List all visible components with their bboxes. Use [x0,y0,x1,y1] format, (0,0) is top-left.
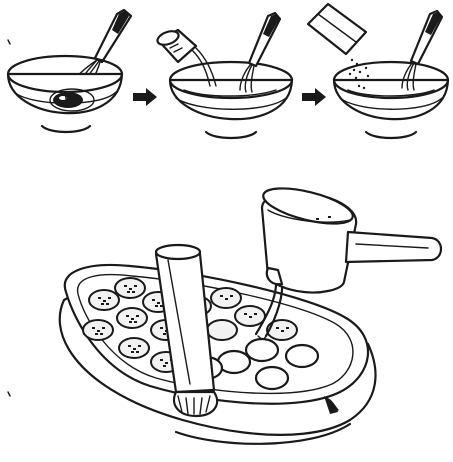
arrow-right-icon [302,88,326,106]
step-3-bowl-icon [308,4,448,138]
step-1-bowl-icon [8,10,131,132]
pouring-pitcher-icon [260,181,441,292]
arrow-right-icon [133,88,157,106]
step-2-bowl-icon [156,13,292,138]
flour-bag-icon [308,4,366,54]
measuring-cup-icon [156,29,196,62]
whisk-icon [402,11,442,90]
